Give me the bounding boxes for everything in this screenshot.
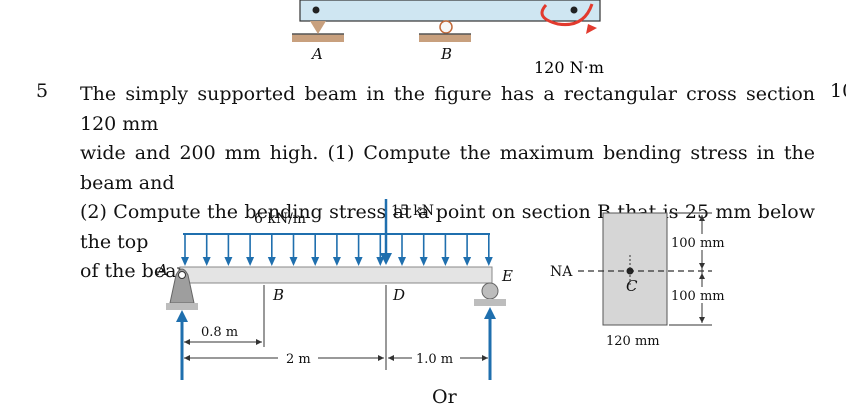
load-arrowhead-icon bbox=[419, 257, 428, 266]
section-figure: NA C 100 mm 100 mm 120 mm bbox=[550, 212, 728, 349]
na-label: NA bbox=[550, 264, 573, 280]
reaction-e-arrowhead-icon bbox=[484, 307, 496, 319]
section-dim-bottom: 100 mm bbox=[671, 289, 725, 304]
dim-label-bg bbox=[670, 234, 728, 250]
cross-section bbox=[602, 212, 668, 326]
support-a-pin bbox=[310, 21, 326, 34]
load-arrowhead-icon bbox=[484, 257, 493, 266]
label-a: A bbox=[155, 261, 168, 279]
distributed-load-label: 6 kN/m bbox=[254, 211, 306, 227]
support-a-icon bbox=[169, 268, 195, 304]
load-arrowhead-icon bbox=[181, 257, 189, 266]
dim-arrowhead-icon bbox=[699, 273, 705, 279]
support-a-base bbox=[292, 34, 344, 42]
point-load-label: 15 kN bbox=[391, 203, 434, 219]
support-e-ground bbox=[474, 299, 506, 306]
load-arrowhead-icon bbox=[289, 257, 298, 266]
moment-label: 120 N·m bbox=[534, 58, 604, 77]
section-dim-width: 120 mm bbox=[606, 334, 660, 349]
question-number: 5 bbox=[36, 80, 49, 102]
margin-number: 10 bbox=[830, 80, 846, 102]
load-arrowhead-icon bbox=[398, 257, 406, 266]
question-line-1: The simply supported beam in the figure … bbox=[80, 83, 815, 135]
dim-arrowhead-icon bbox=[256, 339, 262, 345]
dim-2-label: 2 m bbox=[286, 352, 311, 367]
distributed-load-arrows bbox=[181, 234, 493, 266]
centroid-label: C bbox=[626, 277, 638, 295]
point-load-arrowhead-icon bbox=[380, 253, 392, 265]
label-d: D bbox=[392, 286, 405, 304]
load-arrowhead-icon bbox=[224, 257, 233, 266]
question-line-4: of the beam. bbox=[80, 260, 201, 282]
dim-label-bg bbox=[670, 287, 728, 303]
load-arrowhead-icon bbox=[311, 257, 320, 266]
roller-e-icon bbox=[481, 282, 499, 300]
beam-figure: 15 kN 6 kN/m A B D E 0.8 m 2 m 1.0 m bbox=[155, 199, 513, 380]
support-b-roller bbox=[439, 20, 453, 34]
dim-1-label: 0.8 m bbox=[201, 325, 238, 340]
load-arrowhead-icon bbox=[376, 257, 385, 266]
dim-arrowhead-icon bbox=[699, 317, 705, 323]
reaction-a-arrowhead-icon bbox=[176, 310, 188, 322]
or-text: Or bbox=[432, 386, 457, 408]
dim-arrowhead-icon bbox=[482, 355, 488, 361]
support-b-base bbox=[419, 34, 471, 42]
question-line-2: wide and 200 mm high. (1) Compute the ma… bbox=[80, 142, 815, 194]
top-beam-dot-right bbox=[570, 6, 578, 14]
dim-arrowhead-icon bbox=[378, 355, 384, 361]
label-e: E bbox=[501, 267, 513, 285]
dim-arrowhead-icon bbox=[699, 215, 705, 221]
load-arrowhead-icon bbox=[463, 257, 472, 266]
dim-arrowhead-icon bbox=[184, 339, 190, 345]
top-figure: A B 120 N·m bbox=[292, 0, 604, 77]
load-arrowhead-icon bbox=[267, 257, 276, 266]
dim-arrowhead-icon bbox=[699, 263, 705, 269]
load-arrowhead-icon bbox=[441, 257, 450, 266]
load-arrowhead-icon bbox=[202, 257, 211, 266]
top-beam-dot-left bbox=[312, 6, 320, 14]
section-dim-top: 100 mm bbox=[671, 236, 725, 251]
top-label-a: A bbox=[310, 45, 323, 63]
top-beam bbox=[299, 0, 601, 22]
label-b: B bbox=[272, 286, 284, 304]
load-arrowhead-icon bbox=[332, 257, 341, 266]
moment-arrow-icon bbox=[540, 3, 594, 27]
dim-arrowhead-icon bbox=[388, 355, 394, 361]
load-arrowhead-icon bbox=[246, 257, 255, 266]
dim-3-label: 1.0 m bbox=[416, 352, 453, 367]
beam-body bbox=[179, 266, 493, 284]
pin-a-icon bbox=[178, 271, 186, 279]
dim-arrowhead-icon bbox=[184, 355, 190, 361]
load-arrowhead-icon bbox=[354, 257, 363, 266]
moment-arrowhead-icon bbox=[586, 24, 597, 34]
top-label-b: B bbox=[440, 45, 452, 63]
support-a-ground bbox=[166, 303, 198, 310]
